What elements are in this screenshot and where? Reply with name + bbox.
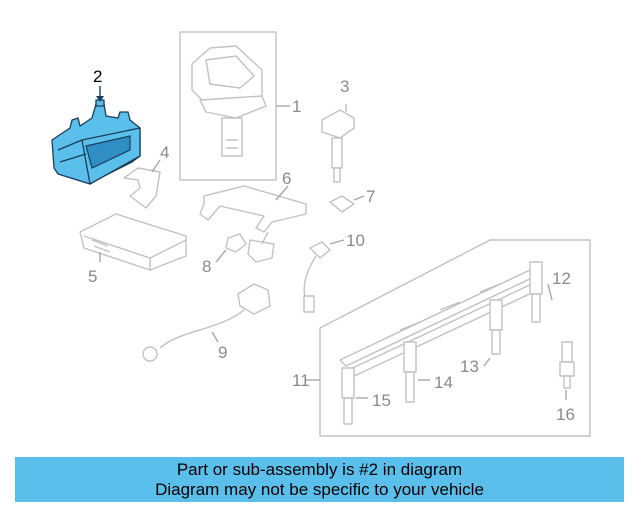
plug-wire-part-13[interactable] (489, 299, 503, 355)
sensor-part-10[interactable] (303, 241, 331, 313)
callout-14: 14 (434, 373, 453, 392)
arrow-2 (96, 96, 104, 102)
callout-6: 6 (282, 169, 291, 188)
ignition-coil-part-2[interactable] (51, 99, 141, 185)
control-module-part-5[interactable] (79, 213, 187, 271)
pencil-coil-part-3[interactable] (321, 104, 355, 183)
spark-plug-part-16[interactable] (559, 341, 575, 389)
callout-7: 7 (366, 187, 375, 206)
callout-9: 9 (218, 343, 227, 362)
coil-pack-part-1[interactable] (179, 31, 277, 181)
wire-set-part-11[interactable] (319, 239, 591, 437)
callout-13: 13 (460, 357, 479, 376)
banner-line-1: Part or sub-assembly is #2 in diagram (176, 459, 463, 479)
callout-5: 5 (88, 267, 97, 286)
callout-11: 11 (292, 371, 310, 390)
callout-12: 12 (552, 269, 571, 288)
clip-part-8[interactable] (225, 233, 247, 253)
callout-16: 16 (556, 405, 575, 424)
plate-part-7[interactable] (329, 195, 355, 213)
banner-line-2: Diagram may not be specific to your vehi… (155, 479, 484, 499)
callout-3: 3 (340, 77, 349, 96)
callout-10: 10 (346, 231, 365, 250)
sensor-part-9[interactable] (142, 283, 271, 362)
callout-8: 8 (202, 257, 211, 276)
parts-diagram: 2 1 3 4 5 6 7 8 9 10 11 12 13 14 15 16 (51, 31, 591, 437)
bracket-part-4[interactable] (123, 167, 161, 209)
callout-4: 4 (160, 143, 169, 162)
callout-2: 2 (93, 67, 102, 86)
plug-wire-part-15[interactable] (341, 367, 355, 425)
callout-1: 1 (292, 97, 301, 116)
callout-15: 15 (372, 391, 391, 410)
plug-wire-part-12[interactable] (529, 261, 543, 323)
plug-wire-part-14[interactable] (403, 341, 417, 403)
info-banner: Part or sub-assembly is #2 in diagram Di… (15, 457, 624, 502)
mount-bracket-part-6[interactable] (199, 185, 307, 263)
